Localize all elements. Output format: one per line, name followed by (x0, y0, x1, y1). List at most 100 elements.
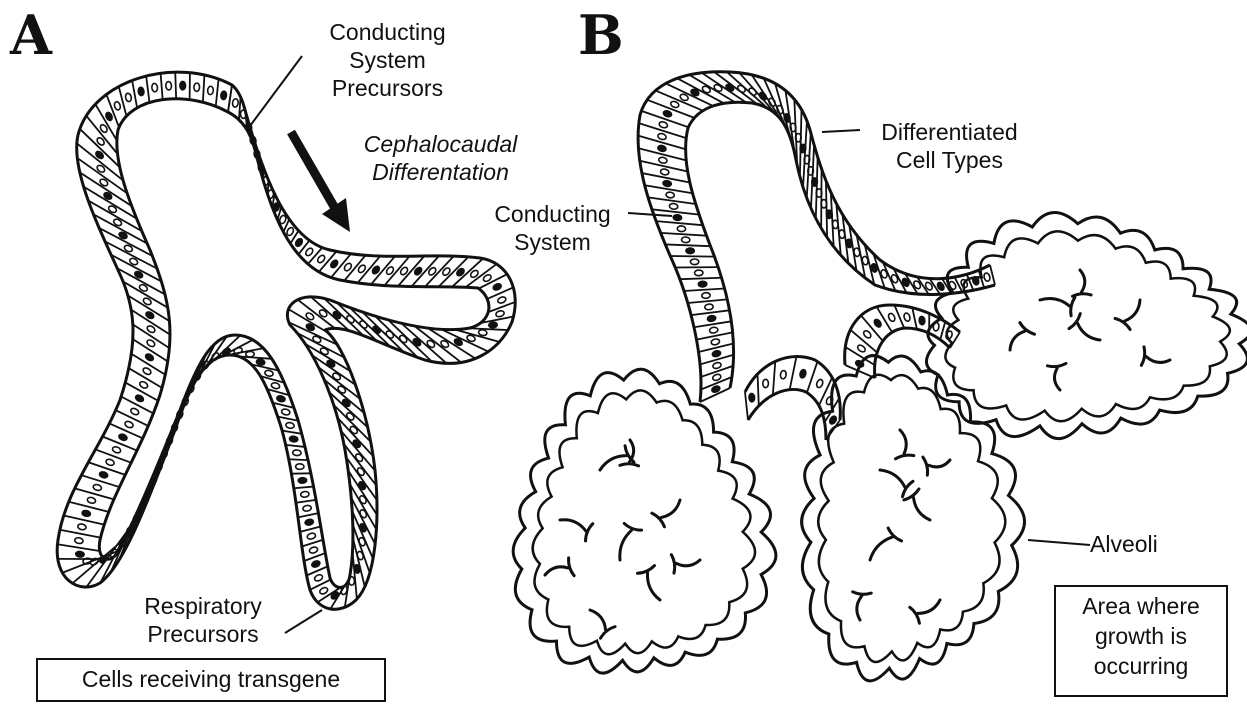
cell-nucleus (709, 327, 718, 334)
cell-border (296, 500, 316, 503)
cell-nucleus (286, 226, 295, 236)
cell-nucleus (87, 497, 97, 505)
cell-border (745, 392, 748, 420)
cell-border (894, 305, 904, 328)
cell-border (468, 328, 508, 330)
cell-nucleus (264, 370, 274, 378)
leader-conducting-precursors (247, 56, 302, 130)
cell-border (912, 308, 917, 330)
alveolar-septum (1040, 298, 1075, 316)
alveolar-septum (1047, 363, 1065, 390)
alveolar-septum (638, 566, 660, 600)
cell-nucleus (670, 100, 680, 108)
cell-nucleus (497, 296, 507, 304)
cell-border (304, 553, 325, 561)
alveolar-septum (853, 592, 872, 620)
cell-nucleus (698, 281, 707, 287)
cell-border (286, 445, 305, 447)
cell-border (967, 274, 974, 290)
cell-nucleus (658, 157, 667, 164)
cell-border (203, 75, 205, 102)
cell-border (656, 221, 703, 225)
cell-nucleus (75, 551, 84, 558)
cell-nucleus (862, 329, 872, 339)
cell-nucleus (304, 247, 314, 257)
legend-area-where-growth-is-occurring: Area where growth is occurring (1054, 585, 1228, 697)
cell-border (146, 76, 149, 102)
cell-nucleus (329, 259, 339, 269)
cell-nucleus (307, 532, 317, 540)
label-cephalocaudal-differentiation: Cephalocaudal Differentation (338, 130, 543, 186)
alveolar-lobe-left (513, 369, 776, 673)
cell-nucleus (311, 560, 321, 568)
cell-nucleus (276, 395, 286, 403)
cell-border (691, 310, 730, 315)
cell-nucleus (302, 505, 311, 512)
cell-nucleus (92, 484, 102, 492)
alveolar-septum (590, 610, 615, 638)
leader-conducting-system (628, 213, 672, 216)
alveolar-lobe-right (926, 213, 1247, 439)
cell-nucleus (99, 471, 109, 479)
cell-nucleus (285, 422, 294, 429)
cell-nucleus (296, 464, 304, 470)
alveolar-septum (652, 500, 680, 527)
cell-nucleus (828, 415, 837, 425)
cell-border (307, 566, 328, 575)
cell-nucleus (337, 385, 347, 395)
alveolar-septum (545, 558, 574, 576)
alveolar-lobe-right-inner (945, 231, 1229, 421)
cell-nucleus (281, 408, 290, 415)
cell-nucleus (180, 81, 186, 89)
cell-nucleus (657, 145, 667, 153)
cell-nucleus (711, 338, 720, 345)
cell-nucleus (118, 433, 128, 441)
cell-nucleus (144, 353, 154, 362)
cell-border (289, 459, 308, 460)
alveolar-septum (923, 457, 950, 475)
cell-border (298, 513, 318, 517)
cell-nucleus (412, 337, 422, 347)
cell-border (652, 209, 699, 214)
cell-nucleus (705, 304, 714, 310)
cell-nucleus (309, 546, 319, 554)
cell-nucleus (356, 467, 366, 477)
cell-nucleus (82, 510, 91, 517)
cell-nucleus (983, 272, 991, 282)
cell-nucleus (77, 523, 86, 530)
alveolar-lobe-middle-inner (818, 375, 1005, 662)
cell-nucleus (289, 436, 298, 443)
cell-nucleus (207, 86, 213, 95)
cell-nucleus (657, 133, 667, 141)
cell-border (680, 278, 722, 279)
cell-nucleus (341, 398, 351, 408)
cell-nucleus (856, 344, 866, 353)
cell-nucleus (677, 226, 686, 232)
leader-differentiated (822, 130, 860, 132)
cell-nucleus (673, 214, 682, 220)
cell-border (661, 233, 707, 236)
cell-nucleus (712, 362, 722, 370)
cell-nucleus (166, 81, 172, 90)
cell-nucleus (478, 329, 487, 336)
leader-respiratory-precursors (285, 610, 322, 633)
cell-border (106, 94, 119, 127)
cell-border (302, 540, 323, 547)
cell-nucleus (666, 192, 675, 199)
cell-nucleus (314, 574, 324, 583)
cell-border (187, 343, 215, 397)
cell-nucleus (482, 273, 492, 282)
cell-nucleus (903, 312, 911, 322)
cell-border (119, 489, 147, 560)
alveolar-septum (870, 528, 902, 560)
cell-border (670, 256, 714, 257)
cell-nucleus (349, 425, 359, 435)
cell-nucleus (873, 318, 882, 328)
alveolar-septum (1141, 347, 1170, 365)
cell-nucleus (74, 537, 83, 544)
cell-nucleus (138, 87, 145, 96)
cell-border (95, 104, 116, 140)
alveolar-septum (880, 470, 913, 497)
cell-nucleus (398, 334, 408, 344)
cell-nucleus (113, 101, 121, 111)
